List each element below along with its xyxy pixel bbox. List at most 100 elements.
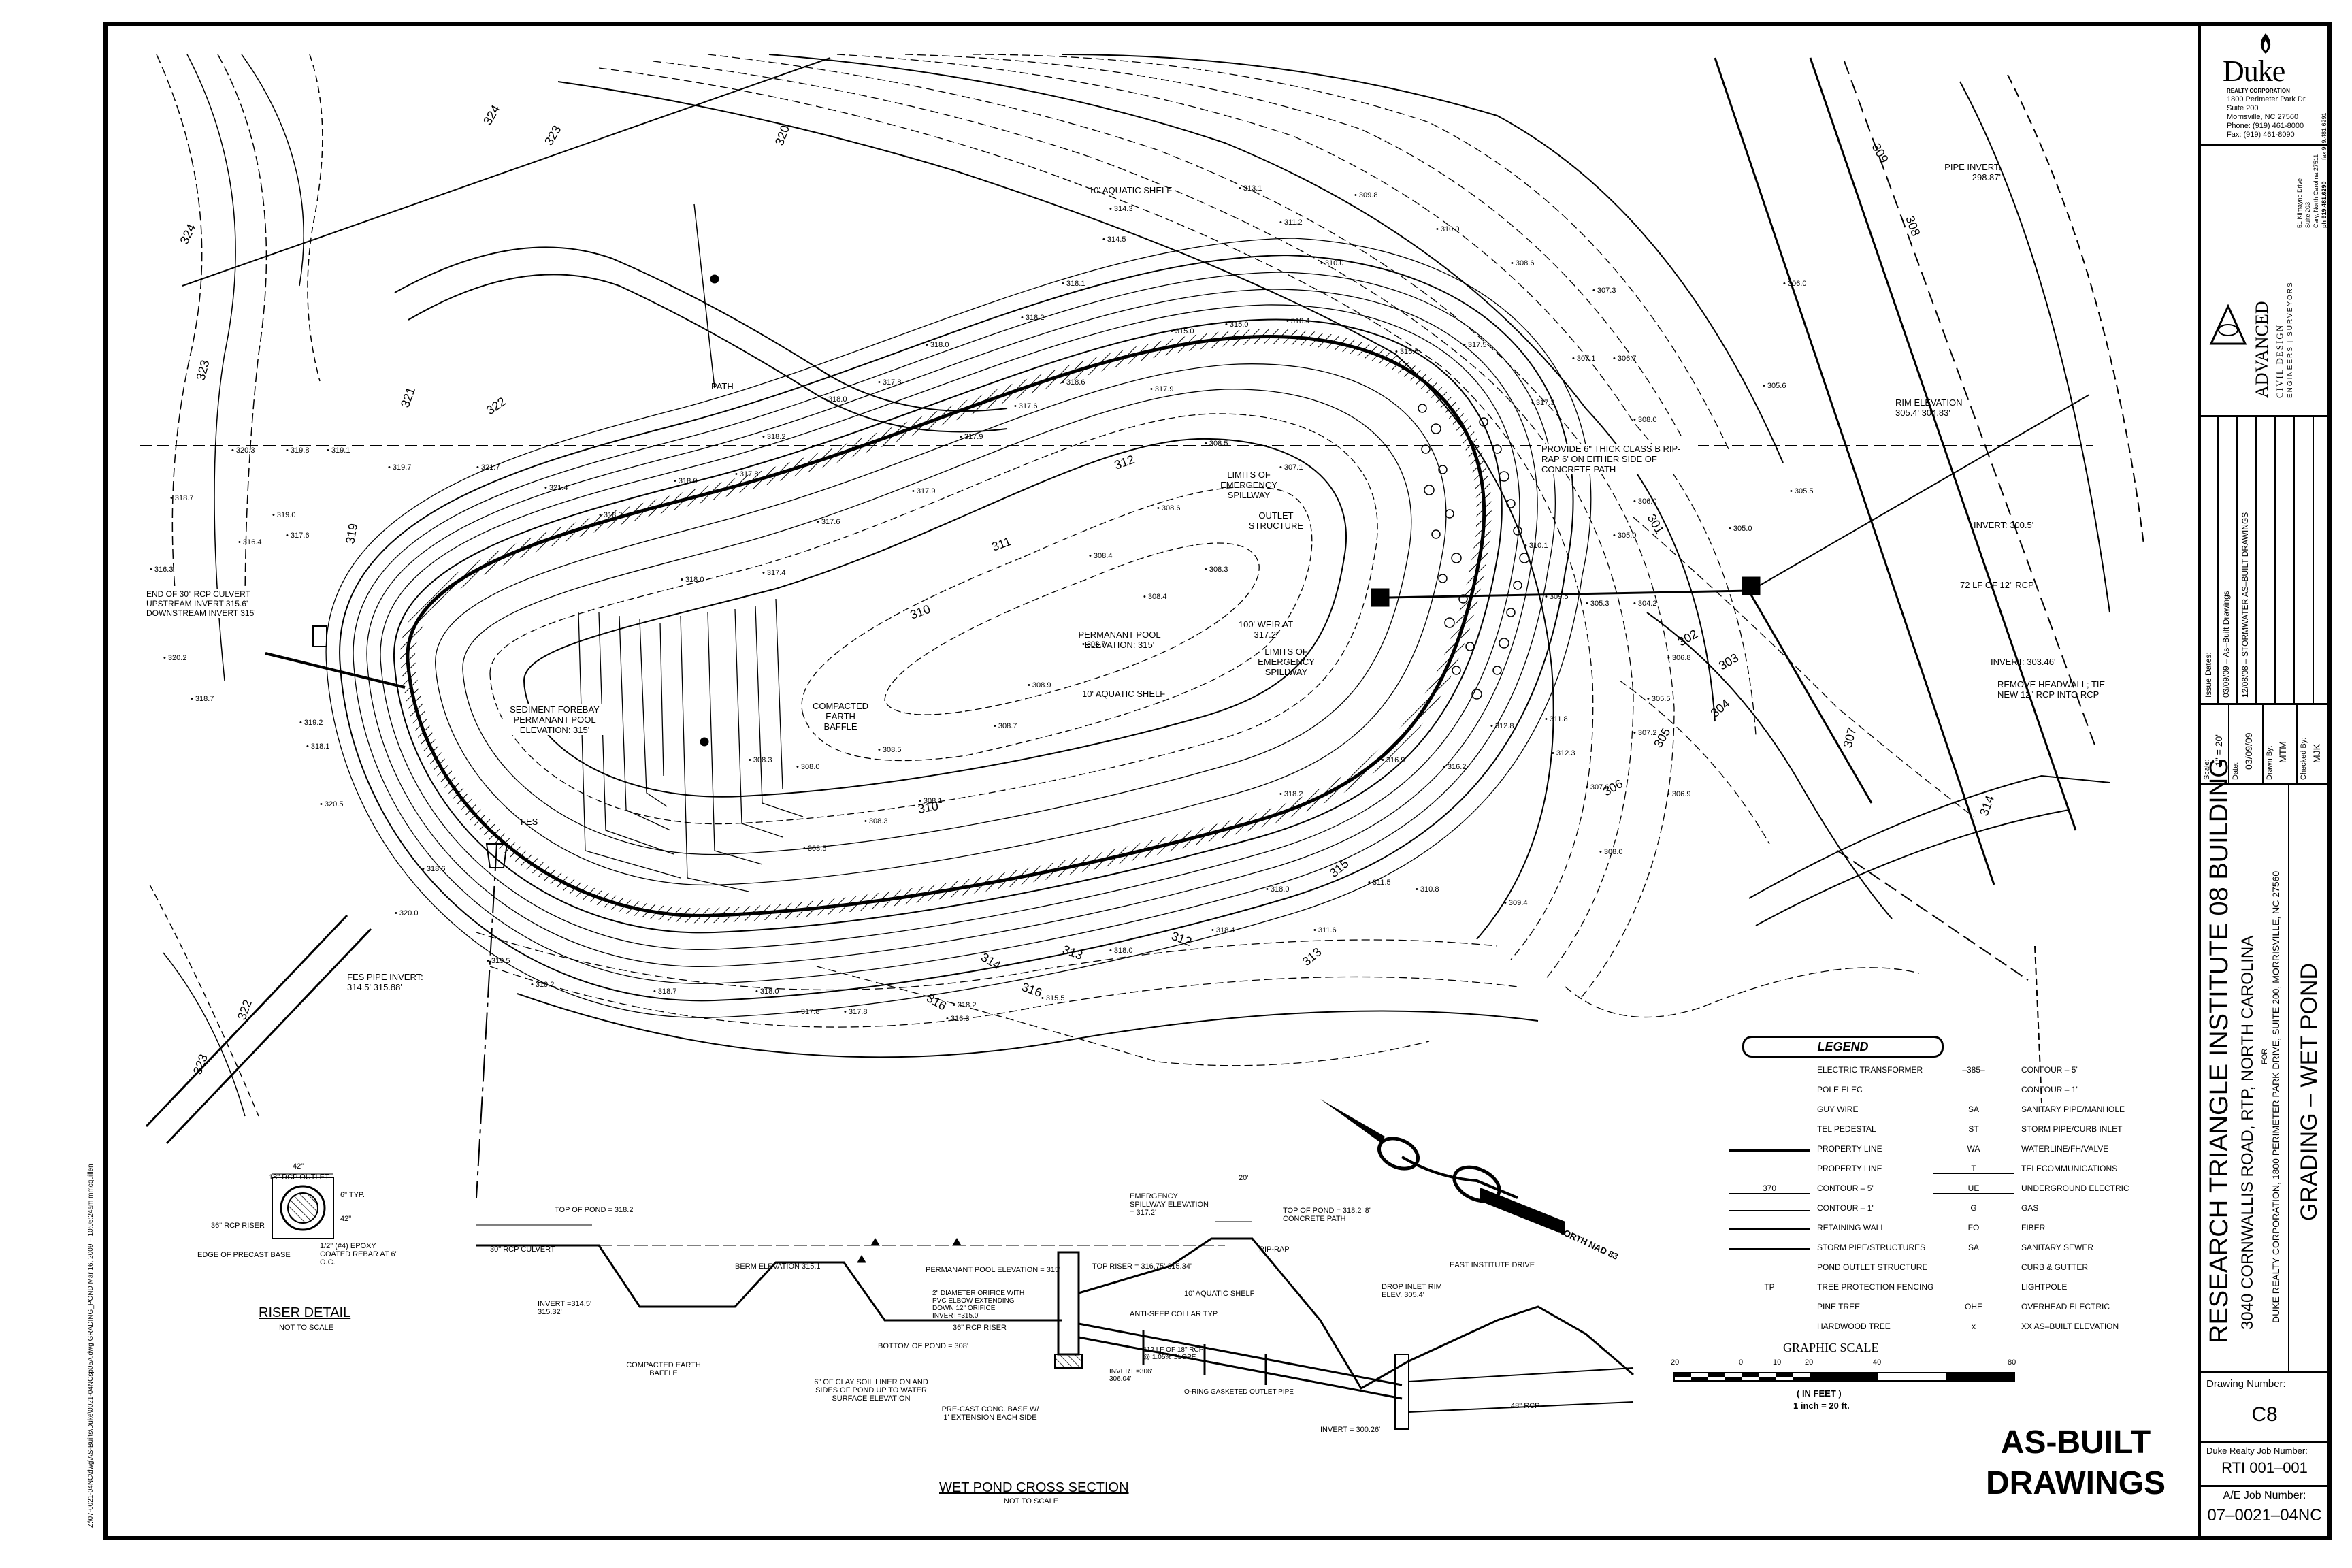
graphic-scale-ratio: 1 inch = 20 ft. [1793, 1401, 1850, 1411]
scale-tick: 20 [1671, 1358, 1680, 1367]
legend-symbol [1729, 1210, 1810, 1211]
legend-symbol: SA [1967, 1105, 1979, 1114]
legend-label: CONTOUR – 1' [2021, 1085, 2078, 1094]
svg-text:• 321.7: • 321.7 [476, 463, 500, 472]
svg-text:302: 302 [1676, 627, 1700, 649]
legend-label: CURB & GUTTER [2021, 1262, 2089, 1272]
legend-label: CONTOUR – 1' [1817, 1203, 1874, 1213]
legend-label: TELECOMMUNICATIONS [2021, 1164, 2118, 1173]
svg-text:• 308.0: • 308.0 [1633, 416, 1656, 424]
svg-text:• 318.0: • 318.0 [674, 477, 697, 485]
legend-label: PROPERTY LINE [1817, 1144, 1882, 1154]
svg-text:• 318.4: • 318.4 [1211, 926, 1235, 934]
drawing-number-block: Drawing Number: C8 [2201, 1373, 2328, 1443]
spot-elevations: • 313.1• 314.3• 314.5 • 318.1• 318.2• 31… [150, 184, 1813, 1023]
svg-text:• 311.5: • 311.5 [1368, 879, 1391, 887]
engineer-sub: CIVIL DESIGN [2274, 323, 2285, 398]
svg-text:• 307.2: • 307.2 [1633, 729, 1656, 737]
svg-text:• 318.0: • 318.0 [1109, 947, 1132, 955]
svg-text:• 318.0: • 318.0 [755, 987, 779, 996]
riser-riser-label: 36" RCP RISER [211, 1222, 265, 1230]
svg-text:• 308.6: • 308.6 [1157, 504, 1180, 512]
svg-text:• 310.1: • 310.1 [1524, 542, 1548, 550]
riser-typ: 6" TYP. [340, 1191, 365, 1199]
svg-text:• 318.6: • 318.6 [1062, 378, 1085, 387]
legend-symbol: T [1933, 1164, 2014, 1174]
svg-text:• 308.6: • 308.6 [1511, 259, 1534, 267]
svg-text:• 306.8: • 306.8 [1667, 654, 1690, 662]
graphic-scale-bar [1673, 1372, 2015, 1382]
legend-item: –385–CONTOUR – 5' [1933, 1065, 2077, 1075]
svg-text:• 318.0: • 318.0 [1266, 885, 1289, 894]
ae-job-label: A/E Job Number: [2223, 1490, 2306, 1501]
legend-item: LIGHTPOLE [1933, 1282, 2067, 1292]
client-address2: Suite 200 [2227, 104, 2259, 112]
label-rim-elevation: RIM ELEVATION 305.4' 304.83' [1895, 397, 1963, 418]
label-invert-2: INVERT: 303.46' [1991, 657, 2056, 667]
xs-subtitle: NOT TO SCALE [1004, 1497, 1059, 1505]
svg-text:• 315.0: • 315.0 [1171, 327, 1194, 336]
svg-text:• 319.2: • 319.2 [299, 719, 323, 727]
svg-text:• 316.9: • 316.9 [1382, 756, 1405, 764]
svg-text:• 305.5: • 305.5 [1647, 695, 1670, 703]
label-permanent-pool: PERMANANT POOL ELEVATION: 315' [1078, 630, 1161, 650]
svg-text:• 304.2: • 304.2 [1633, 600, 1656, 608]
legend-item: STORM PIPE/STRUCTURES [1729, 1243, 1925, 1252]
svg-text:323: 323 [542, 123, 564, 148]
svg-text:306: 306 [1601, 777, 1625, 798]
xs-title: WET POND CROSS SECTION [939, 1480, 1129, 1495]
xs-invert-left: INVERT =314.5' 315.32' [538, 1300, 592, 1316]
xs-gasket: O-RING GASKETED OUTLET PIPE [1184, 1388, 1294, 1396]
svg-text:• 318.0: • 318.0 [681, 576, 704, 584]
as-built-stamp: AS-BUILT DRAWINGS [1986, 1424, 2166, 1501]
legend-item: ELECTRIC TRANSFORMER [1729, 1065, 1923, 1075]
sheet-title: GRADING – WET POND [2296, 962, 2322, 1221]
svg-text:• 318.2: • 318.2 [762, 433, 785, 441]
legend-item: PROPERTY LINE [1729, 1164, 1882, 1173]
xs-base: PRE-CAST CONC. BASE W/ 1' EXTENSION EACH… [941, 1405, 1039, 1422]
svg-text:313: 313 [1061, 943, 1085, 962]
svg-text:• 308.9: • 308.9 [1028, 681, 1051, 689]
xs-top-pond-left: TOP OF POND = 318.2' [555, 1206, 635, 1214]
svg-text:• 305.6: • 305.6 [1763, 382, 1786, 390]
duke-job-label: Duke Realty Job Number: [2206, 1446, 2308, 1456]
meta-block: Scale: 1" = 20' Date: 03/09/09 Drawn By:… [2201, 705, 2328, 785]
legend-label: PINE TREE [1817, 1302, 1861, 1311]
svg-text:• 320.0: • 320.0 [395, 909, 418, 917]
legend-item: PROPERTY LINE [1729, 1144, 1882, 1154]
svg-text:• 320.5: • 320.5 [320, 800, 343, 808]
for-label: FOR [2261, 1048, 2269, 1064]
legend-symbol: FO [1967, 1223, 1980, 1232]
svg-text:• 314.3: • 314.3 [1109, 205, 1132, 213]
svg-text:• 306.0: • 306.0 [1633, 497, 1656, 506]
svg-text:311: 311 [990, 534, 1013, 554]
checked-value: MJK [2311, 744, 2322, 763]
issue-block: Issue Dates: 03/09/09 – As–Built Drawing… [2201, 417, 2328, 705]
riser-detail-title: RISER DETAIL [259, 1305, 351, 1320]
label-weir: 100' WEIR AT 317.2' [1238, 619, 1294, 640]
legend-title-box: LEGEND [1742, 1036, 1944, 1058]
svg-text:308: 308 [1903, 214, 1923, 238]
label-outlet-structure: OUTLET STRUCTURE [1248, 510, 1304, 531]
legend-label: FIBER [2021, 1223, 2046, 1232]
engineer-address1: 51 Kilmayne Drive [2296, 178, 2303, 228]
legend-symbol: x [1972, 1322, 1976, 1331]
svg-text:• 308.4: • 308.4 [1143, 593, 1166, 601]
legend-label: POLE ELEC [1817, 1085, 1863, 1094]
svg-text:• 317.8: • 317.8 [796, 1008, 819, 1016]
legend-label: CONTOUR – 5' [1817, 1183, 1874, 1193]
xs-collar: ANTI-SEEP COLLAR TYP. [1130, 1310, 1219, 1318]
xs-top-pond-right: TOP OF POND = 318.2' 8' CONCRETE PATH [1283, 1207, 1371, 1223]
client-address1: 1800 Perimeter Park Dr. [2227, 95, 2307, 103]
riser-detail-subtitle: NOT TO SCALE [279, 1324, 334, 1332]
svg-text:• 305.0: • 305.0 [1729, 525, 1752, 533]
svg-text:• 305.0: • 305.0 [1613, 532, 1636, 540]
legend-item: CURB & GUTTER [1933, 1262, 2088, 1272]
xs-liner: 6" OF CLAY SOIL LINER ON AND SIDES OF PO… [814, 1378, 928, 1403]
svg-text:• 317.8: • 317.8 [878, 378, 901, 387]
